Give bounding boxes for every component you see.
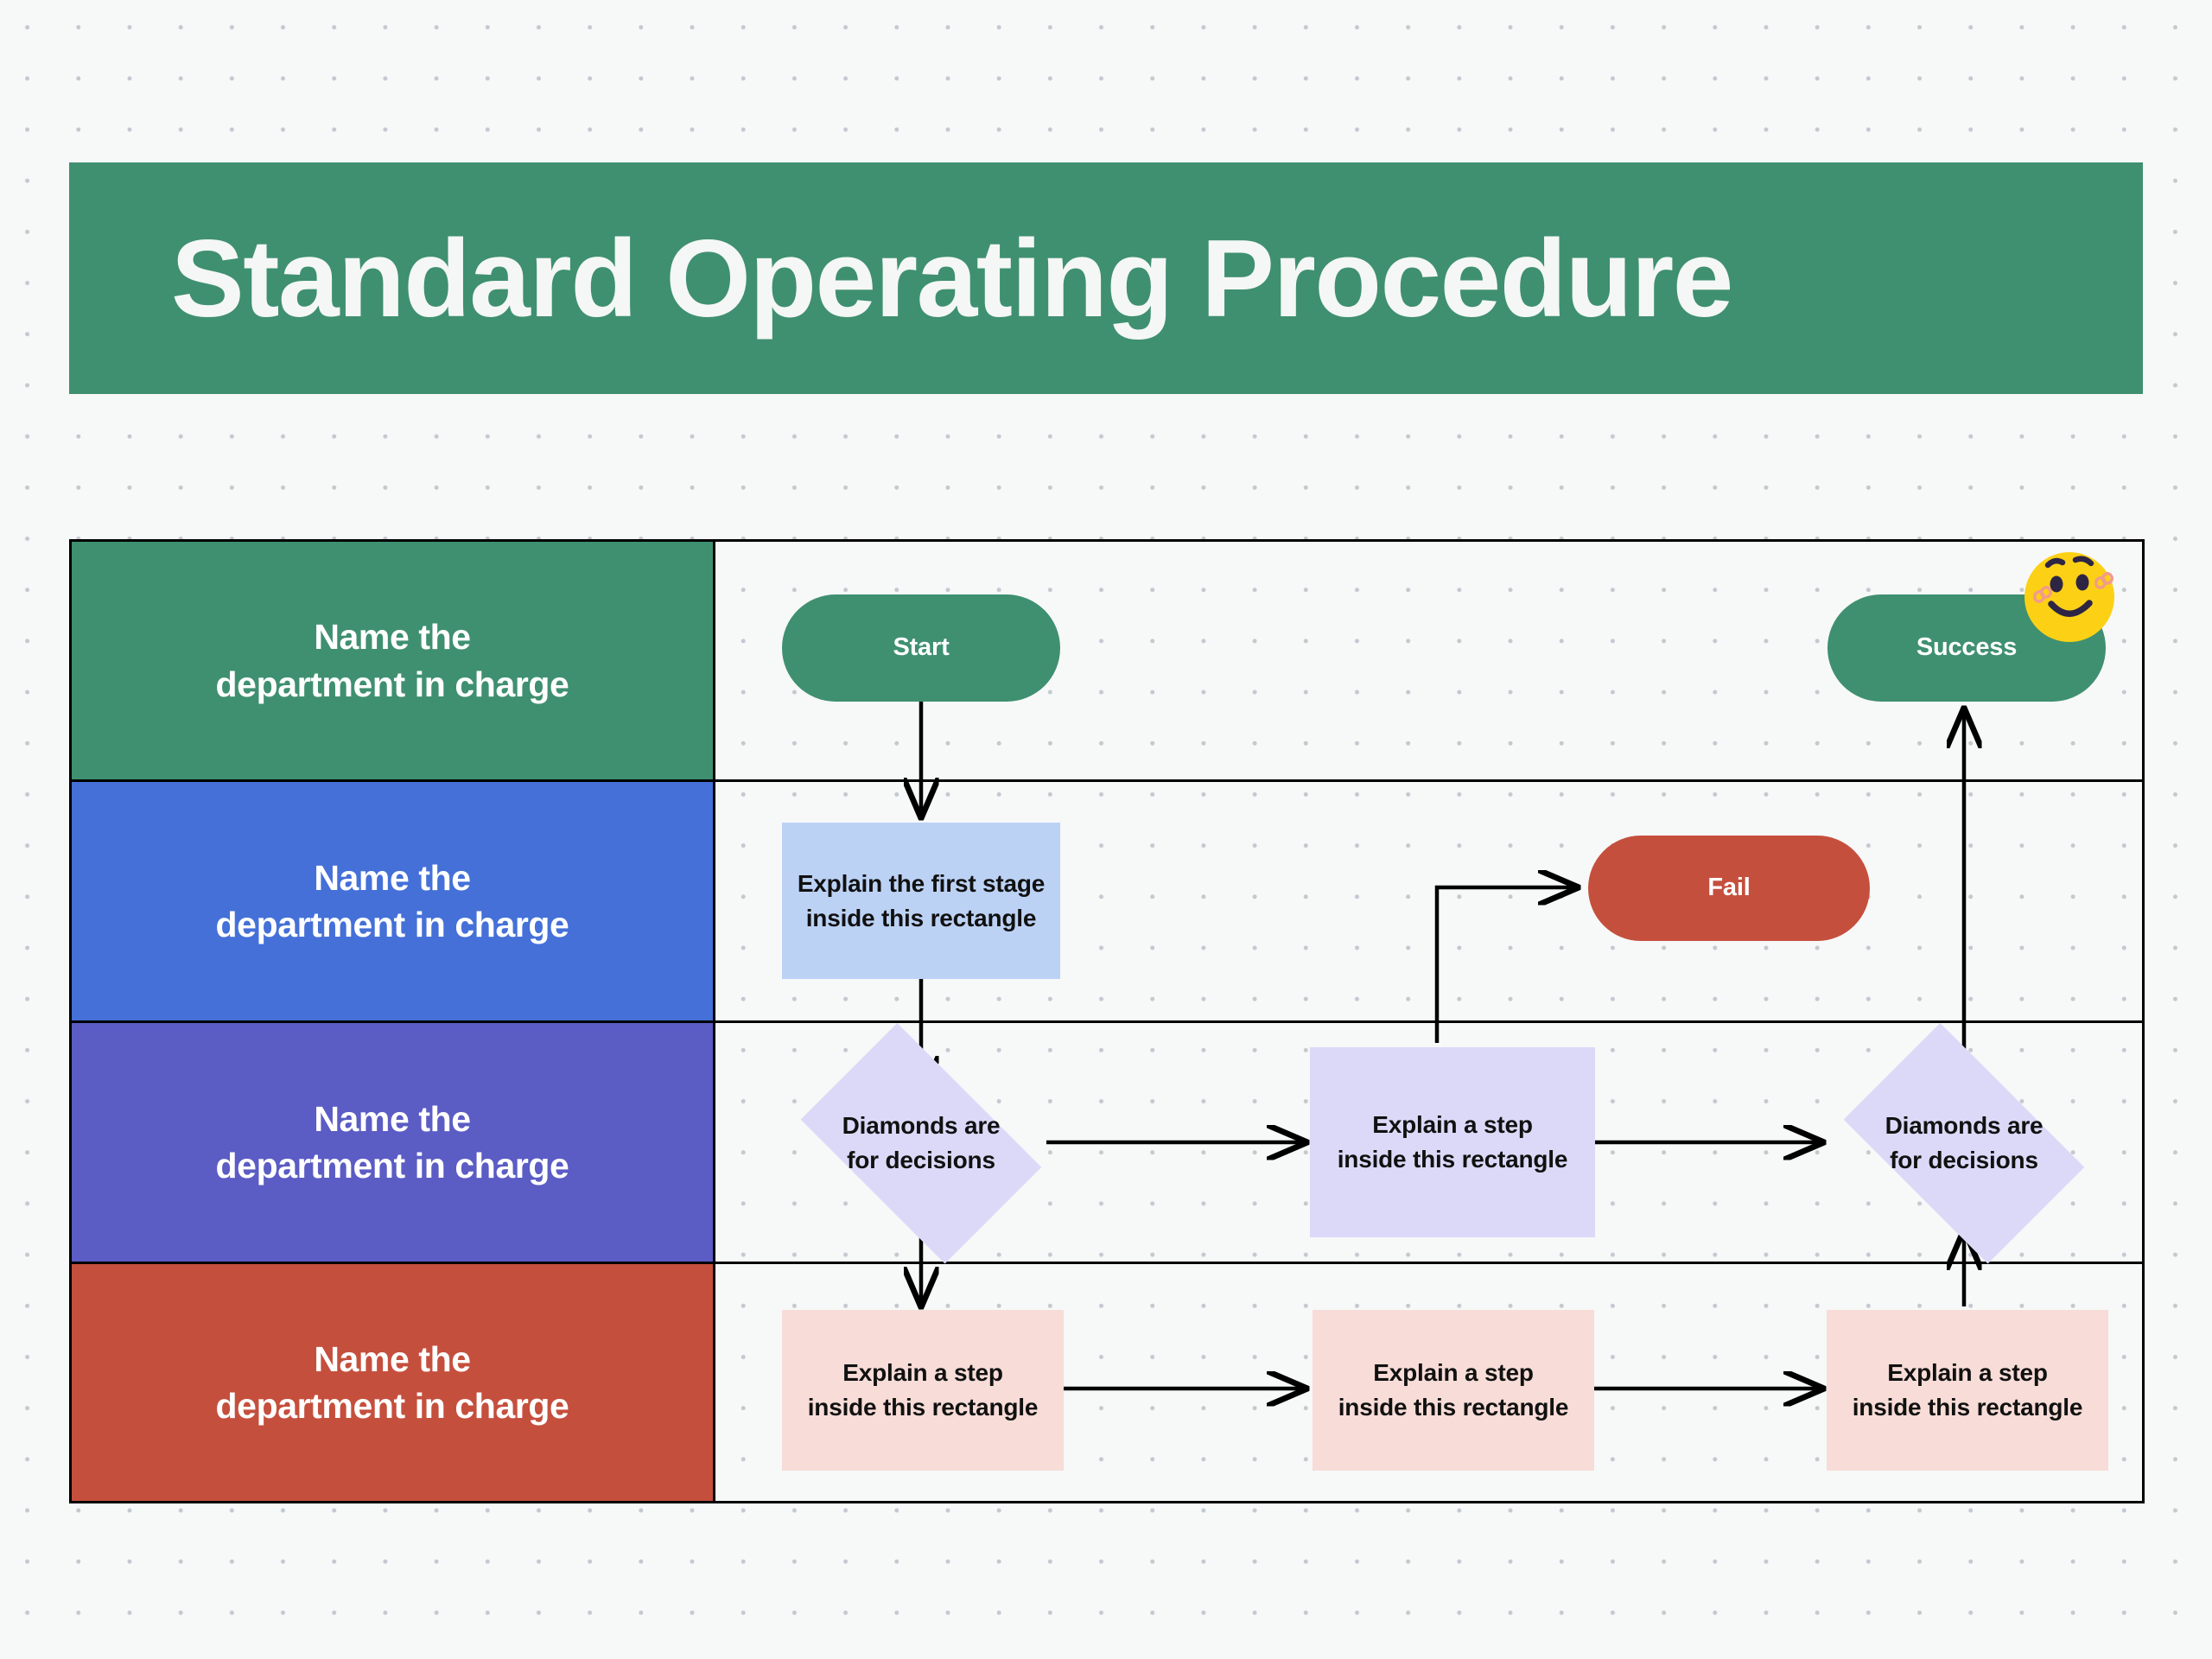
node-step-bottom-3-line2: inside this rectangle <box>1852 1394 2083 1421</box>
page-title-banner: Standard Operating Procedure <box>69 162 2143 394</box>
node-step-mid-line2: inside this rectangle <box>1337 1146 1568 1173</box>
swimlane-row-4: Name the department in charge <box>72 1264 2142 1501</box>
node-step-bottom-3[interactable]: Explain a step inside this rectangle <box>1827 1310 2108 1471</box>
node-decision-left-line2: for decisions <box>847 1147 995 1173</box>
lane-label-3-line1: Name the <box>314 1098 471 1139</box>
lane-label-3[interactable]: Name the department in charge <box>72 1023 715 1262</box>
node-first-stage-line1: Explain the first stage <box>797 869 1046 897</box>
node-fail[interactable]: Fail <box>1588 836 1870 941</box>
lane-label-4[interactable]: Name the department in charge <box>72 1264 715 1501</box>
node-success-label: Success <box>1916 633 2018 662</box>
node-start[interactable]: Start <box>782 594 1060 702</box>
smiley-face-sticker <box>2022 550 2117 645</box>
node-step-mid-purple[interactable]: Explain a step inside this rectangle <box>1310 1047 1595 1237</box>
lane-label-2-line2: department in charge <box>215 905 569 944</box>
node-step-bottom-1-line2: inside this rectangle <box>807 1394 1039 1421</box>
lane-label-3-line2: department in charge <box>215 1146 569 1185</box>
swimlane-board: Name the department in charge Name the d… <box>69 539 2145 1503</box>
node-step-bottom-3-line1: Explain a step <box>1887 1359 2048 1387</box>
node-step-bottom-1-line1: Explain a step <box>842 1359 1003 1387</box>
lane-label-4-line1: Name the <box>314 1338 471 1379</box>
node-decision-left[interactable]: Diamonds are for decisions <box>778 1022 1065 1264</box>
node-step-bottom-2[interactable]: Explain a step inside this rectangle <box>1313 1310 1594 1471</box>
node-start-label: Start <box>893 633 950 662</box>
node-step-bottom-2-line1: Explain a step <box>1373 1359 1534 1387</box>
swimlane-row-2: Name the department in charge <box>72 782 2142 1023</box>
page-title: Standard Operating Procedure <box>171 216 1733 340</box>
node-step-bottom-1[interactable]: Explain a step inside this rectangle <box>782 1310 1064 1471</box>
node-step-mid-line1: Explain a step <box>1372 1111 1533 1139</box>
node-step-bottom-2-line2: inside this rectangle <box>1338 1394 1569 1421</box>
lane-label-2[interactable]: Name the department in charge <box>72 782 715 1020</box>
node-decision-left-line1: Diamonds are <box>842 1112 1001 1140</box>
node-first-stage-line2: inside this rectangle <box>805 904 1037 931</box>
swimlane-row-3: Name the department in charge <box>72 1023 2142 1264</box>
node-first-stage[interactable]: Explain the first stage inside this rect… <box>782 823 1060 979</box>
node-decision-right[interactable]: Diamonds are for decisions <box>1821 1022 2107 1264</box>
lane-label-1[interactable]: Name the department in charge <box>72 542 715 779</box>
node-decision-right-line2: for decisions <box>1890 1147 2038 1173</box>
lane-label-1-line1: Name the <box>314 617 471 658</box>
swimlane-row-1: Name the department in charge <box>72 542 2142 782</box>
node-decision-right-line1: Diamonds are <box>1885 1112 2044 1140</box>
node-fail-label: Fail <box>1707 874 1751 902</box>
lane-label-1-line2: department in charge <box>215 664 569 704</box>
lane-label-2-line1: Name the <box>314 857 471 898</box>
lane-label-4-line2: department in charge <box>215 1386 569 1426</box>
